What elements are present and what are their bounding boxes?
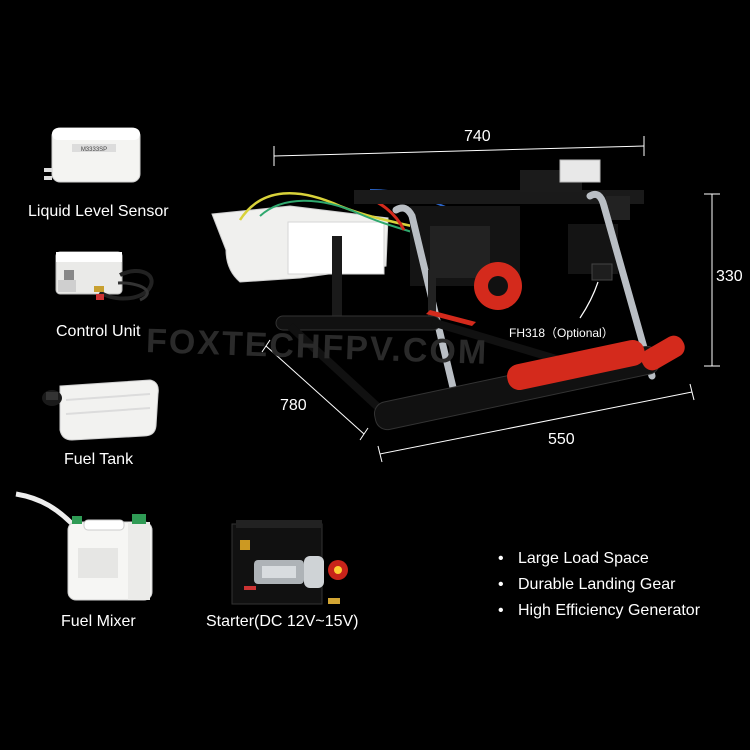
- optional-part-label: FH318（Optional）: [509, 326, 614, 340]
- dimension-top: 740: [464, 128, 491, 145]
- feature-item: • High Efficiency Generator: [498, 598, 700, 624]
- accessory-label-control-unit: Control Unit: [56, 323, 141, 340]
- liquid-level-sensor-icon: M3333SP: [44, 127, 141, 183]
- feature-item: • Large Load Space: [498, 546, 700, 572]
- dimension-right: 330: [716, 268, 743, 285]
- sensor-box-text: M3333SP: [81, 147, 107, 153]
- feature-item: • Durable Landing Gear: [498, 572, 700, 598]
- feature-text: High Efficiency Generator: [518, 602, 701, 619]
- feature-list: •Large Load Space •Durable Landing Gear …: [498, 546, 700, 624]
- starter-icon: [231, 520, 348, 605]
- feature-text: Durable Landing Gear: [518, 576, 676, 593]
- dimension-bottom: 550: [548, 431, 575, 448]
- dimension-left: 780: [280, 397, 307, 414]
- drone-frame: [211, 159, 685, 431]
- bullet-icon: •: [498, 602, 504, 619]
- control-unit-icon: [55, 251, 154, 302]
- accessory-label-liquid-level-sensor: Liquid Level Sensor: [28, 203, 169, 220]
- dimension-lines: [261, 136, 720, 463]
- accessory-label-starter: Starter(DC 12V~15V): [206, 613, 359, 630]
- accessory-label-fuel-tank: Fuel Tank: [64, 451, 134, 468]
- accessory-label-fuel-mixer: Fuel Mixer: [61, 613, 136, 630]
- bullet-icon: •: [498, 576, 504, 593]
- feature-text: Large Load Space: [518, 550, 649, 567]
- fuel-mixer-icon: [15, 491, 153, 601]
- fuel-tank-icon: [42, 379, 159, 441]
- bullet-icon: •: [498, 550, 504, 567]
